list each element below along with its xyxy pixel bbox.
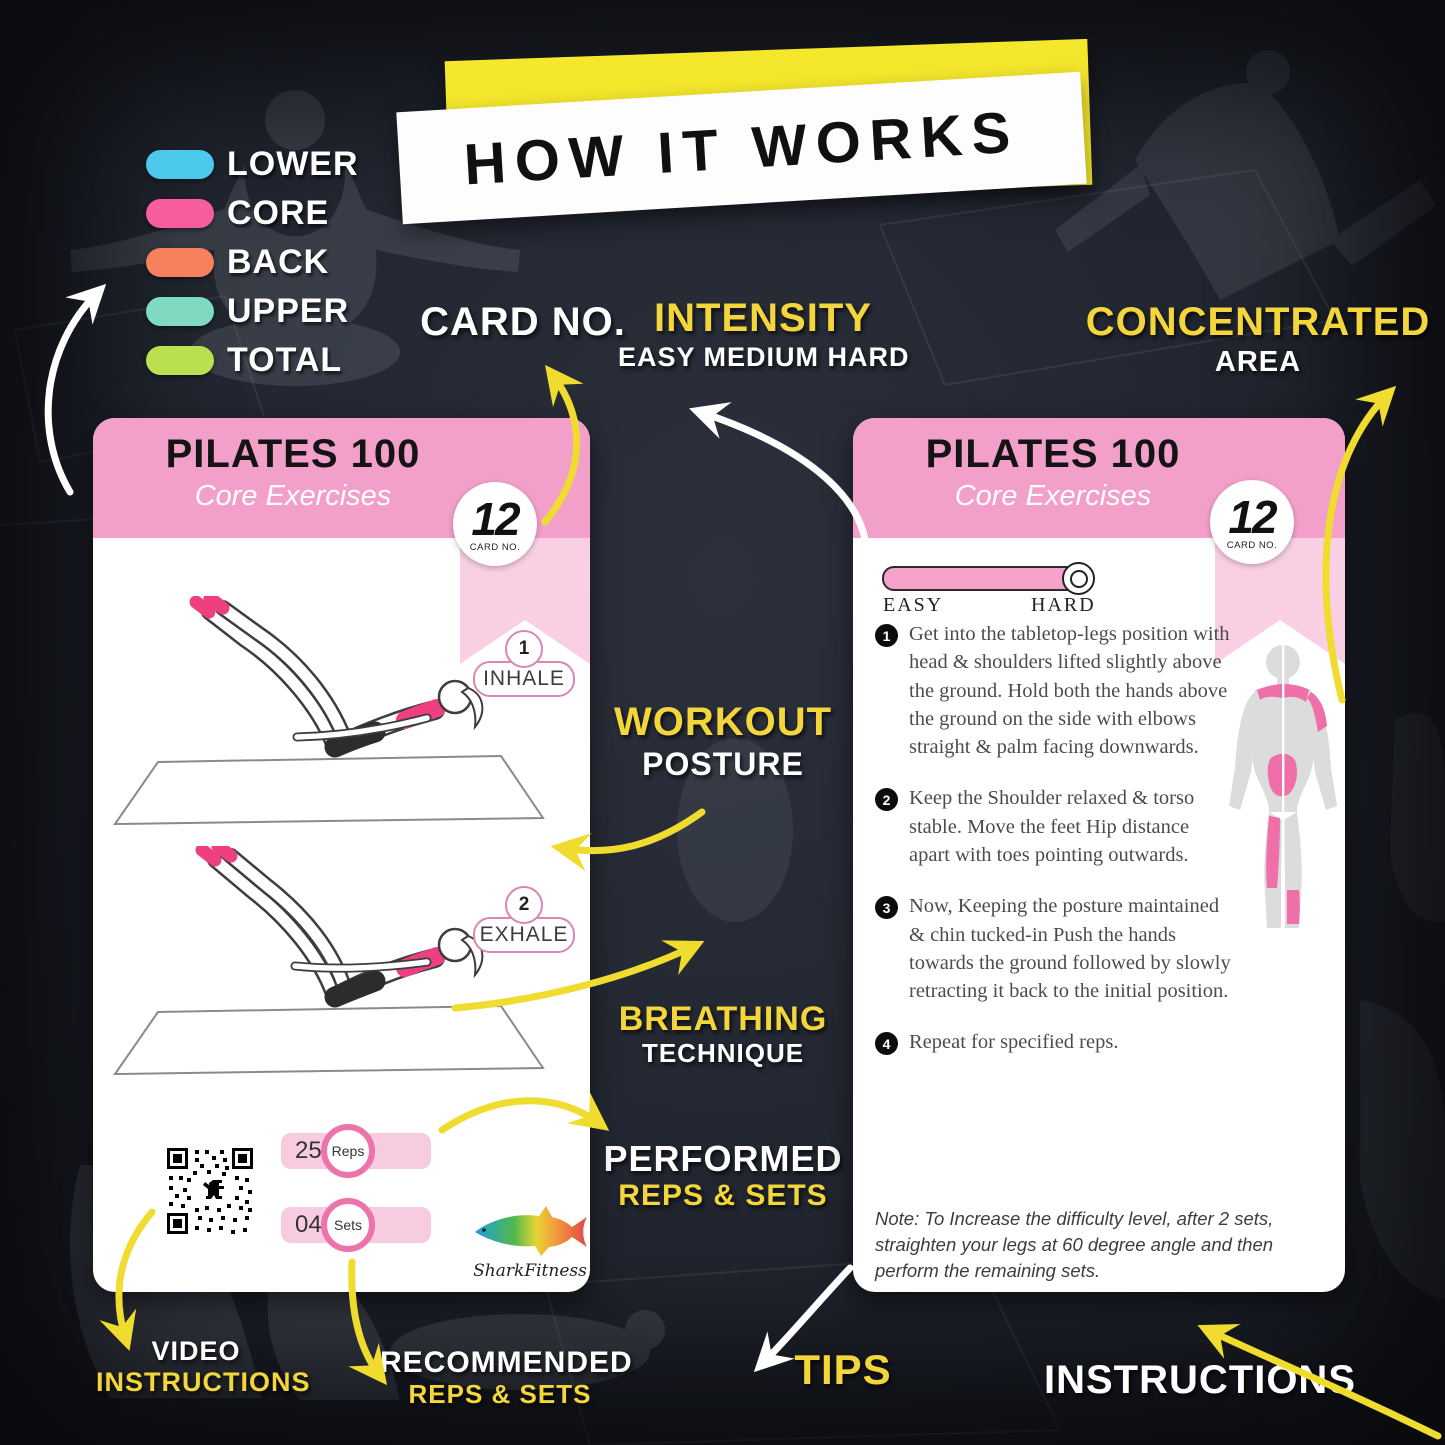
- sets-value: 04: [295, 1211, 322, 1238]
- exercise-illustration-inhale: [113, 596, 545, 826]
- intensity-hard-label: HARD: [1031, 594, 1096, 616]
- header-ribbon-fold: [1215, 538, 1345, 664]
- exercise-card-back: PILATES 100 Core Exercises 12 CARD NO. E…: [853, 418, 1345, 1292]
- silhouette-lotus-pose: [70, 90, 520, 386]
- card-title: PILATES 100: [165, 432, 421, 476]
- legend-swatch-back: [146, 248, 214, 277]
- silhouette-stretch-pose: [1055, 50, 1436, 300]
- qr-code: [165, 1146, 255, 1236]
- silhouette-misc: [677, 712, 1445, 1300]
- step-number: 4: [875, 1032, 898, 1056]
- card-subtitle: Core Exercises: [954, 480, 1152, 512]
- callout-recommended-reps-sets: RECOMMENDED REPS & SETS: [380, 1346, 633, 1410]
- exercise-card-front: PILATES 100 Core Exercises 12 CARD NO.: [93, 418, 590, 1292]
- callout-performed-reps-sets: PERFORMED REPS & SETS: [603, 1138, 843, 1213]
- card-number-label: CARD NO.: [1226, 539, 1278, 551]
- legend-item-lower: LOWER: [146, 140, 359, 189]
- legend-item-back: BACK: [146, 238, 359, 287]
- difficulty-note: Note: To Increase the difficulty level, …: [875, 1208, 1274, 1281]
- legend-swatch-core: [146, 199, 214, 228]
- legend-label: LOWER: [227, 145, 359, 183]
- callout-workout-posture: WORKOUT POSTURE: [613, 700, 833, 782]
- muscle-group-legend: LOWER CORE BACK UPPER TOTAL: [146, 140, 359, 385]
- callout-instructions: INSTRUCTIONS: [1044, 1358, 1356, 1402]
- step-text: Get into the tabletop-legs position with…: [909, 623, 1230, 759]
- callout-concentrated-area: CONCENTRATED AREA: [1085, 300, 1431, 378]
- sets-indicator: 04 Sets: [281, 1198, 431, 1252]
- exercise-illustration-exhale: [113, 846, 545, 1076]
- step-number: 1: [875, 624, 898, 647]
- callout-breathing-technique: BREATHING TECHNIQUE: [618, 1000, 828, 1068]
- instruction-list: 1 Get into the tabletop-legs position wi…: [875, 620, 1231, 1080]
- header-ribbon-fold: [460, 538, 590, 664]
- breath-badge-exhale: 2 EXHALE: [473, 886, 575, 953]
- legend-label: UPPER: [227, 292, 350, 330]
- intensity-slider: [882, 562, 1095, 595]
- intensity-slider-knob: [1062, 562, 1095, 595]
- card-number-label: CARD NO.: [469, 541, 521, 553]
- legend-item-upper: UPPER: [146, 287, 359, 336]
- sets-label: Sets: [321, 1198, 375, 1252]
- step-text: Keep the Shoulder relaxed & torso stable…: [909, 787, 1195, 866]
- breath-badge-inhale: 1 INHALE: [473, 630, 575, 697]
- brand-name: SharkFitness: [473, 1261, 587, 1281]
- card-header: PILATES 100 Core Exercises: [93, 432, 493, 513]
- step-number: 3: [875, 896, 898, 920]
- callout-card-no: CARD NO.: [420, 300, 626, 344]
- brand-logo: SharkFitness: [471, 1204, 589, 1281]
- card-subtitle: Core Exercises: [194, 480, 392, 512]
- instruction-step: 4 Repeat for specified reps.: [875, 1028, 1231, 1056]
- intensity-easy-label: EASY: [883, 594, 944, 616]
- instruction-step: 1 Get into the tabletop-legs position wi…: [875, 620, 1231, 761]
- page-title: HOW IT WORKS: [462, 99, 1021, 197]
- instruction-step: 3 Now, Keeping the posture maintained & …: [875, 892, 1231, 1005]
- legend-swatch-total: [146, 346, 214, 375]
- callout-intensity: INTENSITY EASY MEDIUM HARD: [618, 296, 910, 372]
- muscle-diagram: [1229, 645, 1337, 929]
- step-text: Now, Keeping the posture maintained & ch…: [909, 895, 1231, 1003]
- instruction-step: 2 Keep the Shoulder relaxed & torso stab…: [875, 784, 1231, 869]
- qr-dino-icon: [203, 1180, 224, 1199]
- card-title: PILATES 100: [925, 432, 1181, 476]
- step-text: Repeat for specified reps.: [909, 1031, 1119, 1054]
- card-number-circle: 12 CARD NO.: [1210, 480, 1294, 564]
- legend-label: BACK: [227, 243, 330, 281]
- breath-step-number: 1: [505, 630, 543, 668]
- legend-swatch-lower: [146, 150, 214, 179]
- reps-label: Reps: [321, 1124, 375, 1178]
- legend-item-total: TOTAL: [146, 336, 359, 385]
- breath-step-label: INHALE: [473, 661, 575, 697]
- reps-indicator: 25 Reps: [281, 1124, 431, 1178]
- shark-icon: [475, 1206, 587, 1256]
- card-number: 12: [1228, 490, 1277, 543]
- card-number-circle: 12 CARD NO.: [453, 482, 537, 566]
- breath-step-number: 2: [505, 886, 543, 924]
- legend-swatch-upper: [146, 297, 214, 326]
- reps-value: 25: [295, 1137, 322, 1164]
- legend-label: TOTAL: [227, 341, 343, 379]
- card-number: 12: [471, 492, 520, 545]
- callout-video-instructions: VIDEO INSTRUCTIONS: [96, 1336, 311, 1397]
- step-number: 2: [875, 788, 898, 812]
- legend-item-core: CORE: [146, 189, 359, 238]
- legend-label: CORE: [227, 194, 330, 232]
- callout-tips: TIPS: [794, 1346, 892, 1393]
- card-header: PILATES 100 Core Exercises: [853, 432, 1253, 513]
